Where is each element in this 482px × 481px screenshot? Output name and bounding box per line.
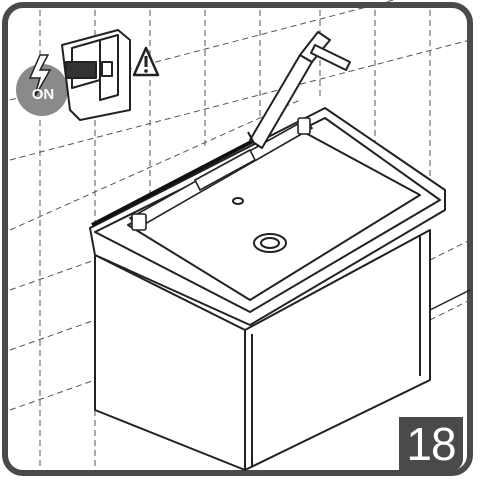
power-on-label: ON	[31, 86, 55, 103]
warning-triangle-icon	[132, 46, 160, 77]
lightning-bolt-icon	[28, 54, 52, 99]
vanity-cabinet	[94, 229, 431, 471]
floor-edge	[429, 289, 471, 311]
washbasin	[89, 107, 446, 326]
power-on-circle	[16, 64, 68, 116]
circuit-breaker-icon	[61, 29, 131, 121]
sealant-bead	[91, 138, 256, 227]
tap-hole	[232, 197, 244, 205]
wall-bracket	[128, 117, 314, 231]
sealant-gun	[247, 31, 351, 149]
step-number-badge: 18	[399, 417, 463, 471]
